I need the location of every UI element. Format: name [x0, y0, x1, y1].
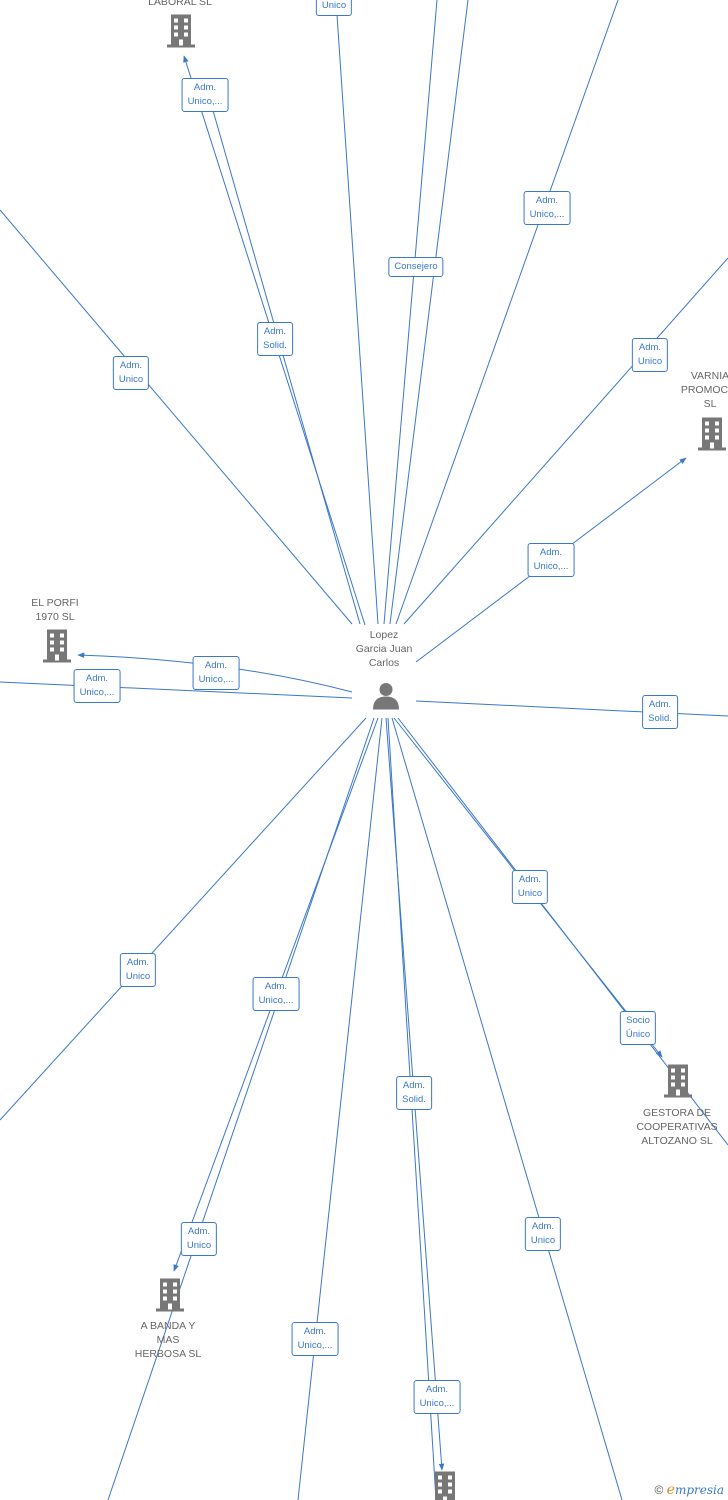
relation-label[interactable]: Adm. Unico,...: [192, 656, 240, 690]
relation-label[interactable]: Adm. Solid.: [257, 322, 293, 356]
building-icon[interactable]: [663, 1064, 693, 1103]
edge-line: [335, 0, 379, 625]
relation-label[interactable]: Adm. Unico: [119, 953, 157, 987]
relation-label[interactable]: Adm. Unico,...: [181, 78, 229, 112]
building-icon[interactable]: [42, 629, 72, 668]
relation-label[interactable]: Adm. Unico,...: [527, 543, 575, 577]
company-name[interactable]: VARNIA PROMOCIO SL: [680, 370, 728, 410]
company-name[interactable]: LABORAL SL: [148, 0, 212, 8]
company-name[interactable]: A BANDA Y MAS HERBOSA SL: [134, 1320, 202, 1360]
company-name[interactable]: GESTORA DE COOPERATIVAS ALTOZANO SL: [636, 1107, 718, 1147]
edge-line: [107, 717, 375, 1500]
person-icon[interactable]: [371, 681, 401, 716]
building-icon[interactable]: [166, 14, 196, 53]
relation-label[interactable]: Adm. Solid.: [642, 695, 678, 729]
edge-line: [395, 0, 619, 625]
edge-line: [391, 717, 623, 1500]
building-icon[interactable]: [430, 1471, 460, 1500]
relation-label[interactable]: Adm. Unico: [524, 1217, 562, 1251]
edge-line: [403, 257, 728, 625]
relation-label[interactable]: Adm. Unico,...: [523, 191, 571, 225]
relation-label[interactable]: Unico: [315, 0, 353, 16]
edge-line: [0, 681, 353, 699]
relation-label[interactable]: Adm. Unico,...: [73, 669, 121, 703]
person-name[interactable]: Lopez Garcia Juan Carlos: [355, 629, 413, 669]
relation-label[interactable]: Adm. Unico: [180, 1222, 218, 1256]
relation-label[interactable]: Adm. Unico,...: [252, 977, 300, 1011]
relation-label[interactable]: Adm. Unico: [631, 338, 669, 372]
building-icon[interactable]: [155, 1278, 185, 1317]
relation-label[interactable]: Adm. Unico,...: [291, 1322, 339, 1356]
edge-line: [383, 0, 438, 625]
edge-line: [415, 700, 728, 717]
relation-label[interactable]: Adm. Unico: [112, 356, 150, 390]
edge-line: [297, 717, 383, 1500]
edge-line: [209, 99, 361, 625]
relation-label[interactable]: Socio Único: [619, 1011, 657, 1045]
logo-text: mpresia: [674, 1483, 724, 1497]
relation-label[interactable]: Adm. Unico,...: [413, 1380, 461, 1414]
edge-line: [389, 0, 469, 625]
relation-label[interactable]: Consejero: [388, 257, 444, 277]
copyright-symbol: ©: [654, 1483, 664, 1497]
edge-line: [0, 717, 367, 1121]
empresia-logo: © empresia: [654, 1482, 724, 1498]
logo-letter: e: [666, 1482, 675, 1498]
relation-label[interactable]: Adm. Unico: [511, 870, 549, 904]
relation-label[interactable]: Adm. Solid.: [396, 1076, 432, 1110]
building-icon[interactable]: [697, 417, 727, 456]
company-name[interactable]: EL PORFI 1970 SL: [31, 597, 79, 623]
edge-line: [0, 209, 353, 625]
